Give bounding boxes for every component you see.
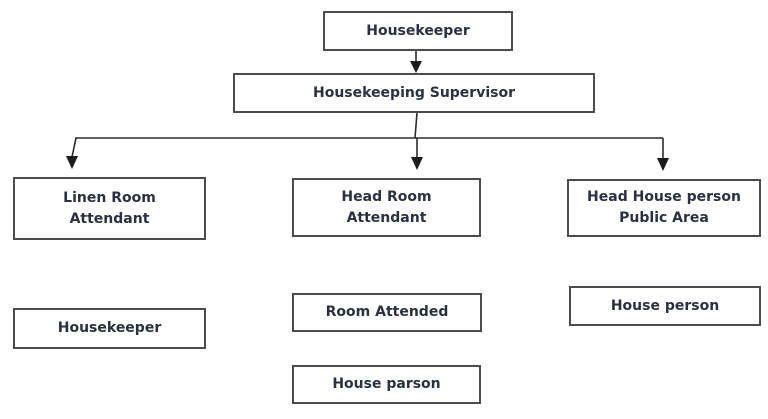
connector-supervisor-stem (414, 112, 418, 139)
arrowhead-head-room (411, 157, 423, 170)
connector-left-drop (71, 137, 77, 158)
node-housekeeper-top: Housekeeper (323, 11, 513, 51)
node-house-person: House person (569, 286, 761, 326)
node-housekeeper-lower: Housekeeper (13, 308, 206, 349)
node-house-parson: House parson (292, 365, 481, 404)
arrowhead-head-house-person (657, 158, 669, 171)
node-head-room-attendant: Head Room Attendant (292, 178, 481, 237)
arrowhead-supervisor (410, 61, 422, 73)
arrowhead-linen-room (66, 156, 78, 169)
node-head-house-person-public-area: Head House person Public Area (567, 179, 761, 237)
node-room-attended: Room Attended (292, 293, 482, 332)
node-housekeeping-supervisor: Housekeeping Supervisor (233, 73, 595, 113)
node-linen-room-attendant: Linen Room Attendant (13, 177, 206, 240)
